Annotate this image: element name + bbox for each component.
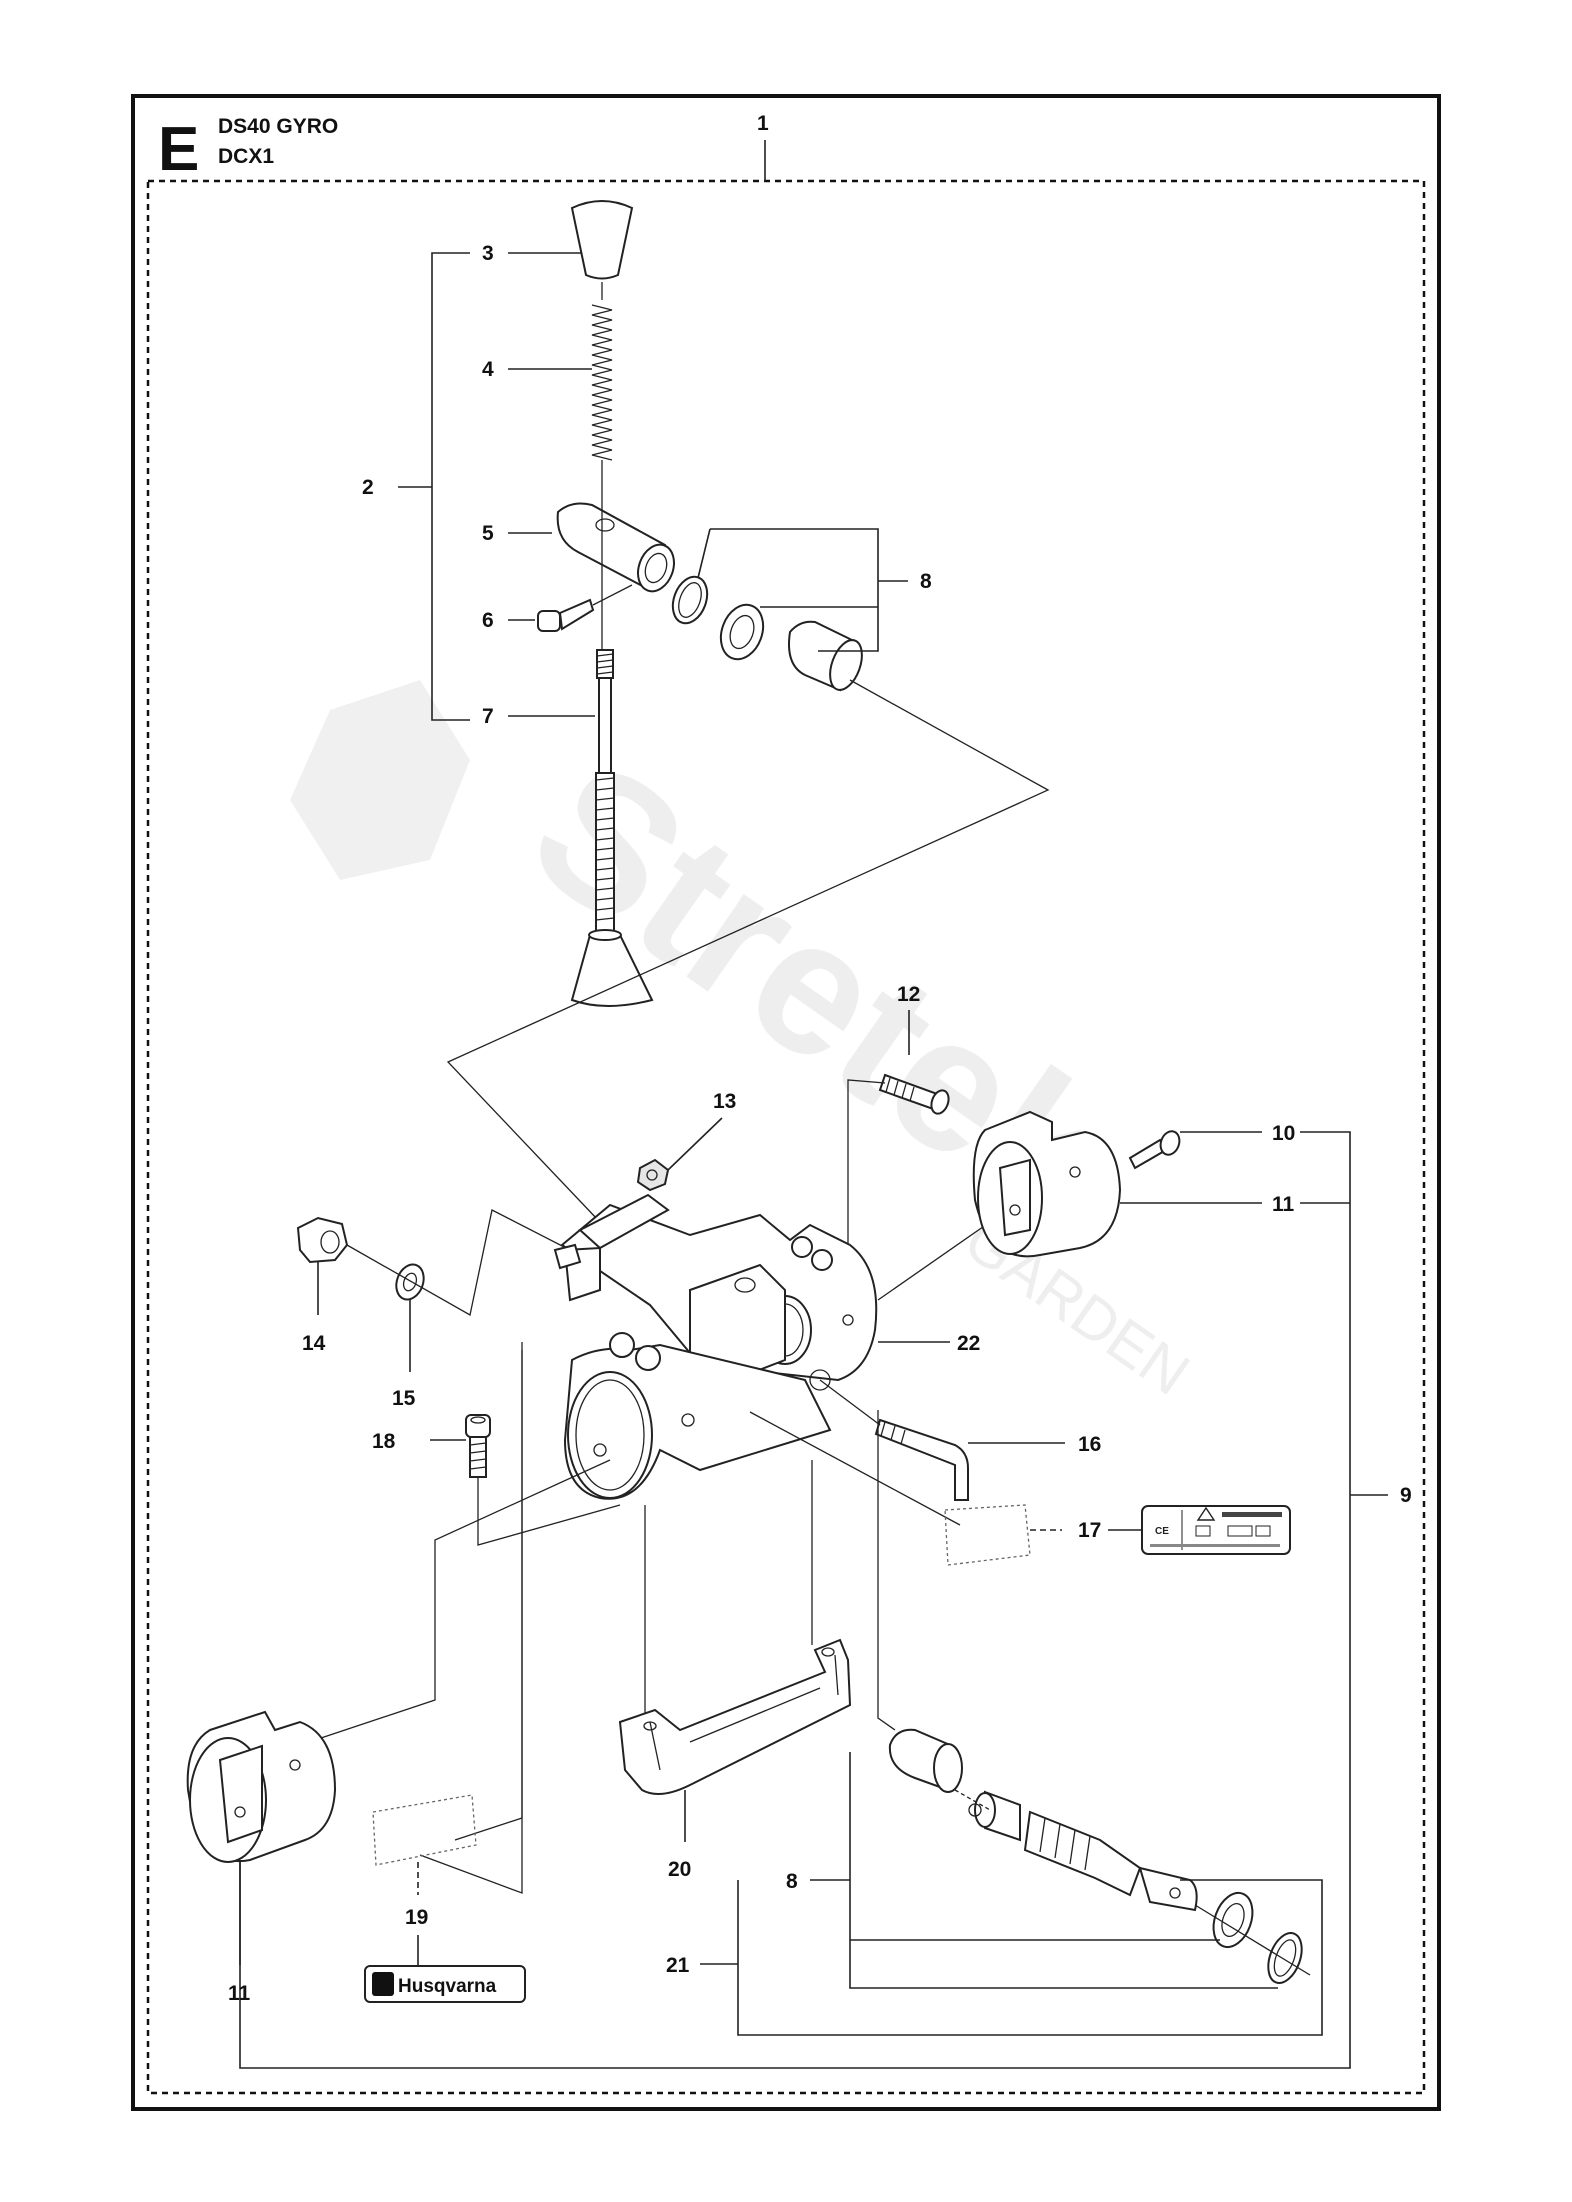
callout-8b: 8 bbox=[786, 1870, 798, 1893]
assembly-line-upper bbox=[446, 679, 1050, 1221]
clamp-half-part-11a bbox=[972, 1110, 1122, 1258]
model-title: DS40 GYRO bbox=[218, 115, 338, 138]
collar-part-5 bbox=[556, 502, 675, 593]
clamp-half-part-11b bbox=[186, 1710, 337, 1863]
husqvarna-logo-text: Husqvarna bbox=[398, 1976, 497, 1997]
screw-part-10 bbox=[1128, 1130, 1181, 1170]
handle-part-20 bbox=[618, 1638, 852, 1795]
retaining-ring-part-8b bbox=[1267, 1932, 1303, 1984]
callout-4: 4 bbox=[482, 358, 494, 381]
clamp-body bbox=[563, 1332, 832, 1500]
callout-7: 7 bbox=[482, 705, 494, 728]
callout-1: 1 bbox=[757, 112, 769, 135]
retaining-ring-part-8a bbox=[671, 575, 709, 625]
callout-13: 13 bbox=[713, 1090, 736, 1113]
decal-placeholder-19 bbox=[372, 1794, 477, 1866]
warning-decal-17: CE bbox=[1141, 1505, 1291, 1555]
bracket-8a bbox=[710, 528, 879, 652]
callout-16: 16 bbox=[1078, 1433, 1101, 1456]
callout-21: 21 bbox=[666, 1954, 690, 1977]
model-subtitle: DCX1 bbox=[218, 145, 274, 168]
outer-frame bbox=[131, 94, 1441, 2111]
watermark-logo-icon bbox=[290, 680, 470, 880]
bushing-part-8a bbox=[788, 620, 863, 692]
washer-part-8b bbox=[1212, 1891, 1254, 1949]
washer-part-8a bbox=[719, 603, 765, 661]
washer-part-15 bbox=[395, 1263, 425, 1301]
husqvarna-crown-icon bbox=[372, 1972, 394, 1996]
callout-5: 5 bbox=[482, 522, 494, 545]
callout-6: 6 bbox=[482, 609, 494, 632]
shaft-part-21 bbox=[954, 1789, 1198, 1912]
husqvarna-logo-decal: Husqvarna bbox=[364, 1965, 526, 2003]
callout-8a: 8 bbox=[920, 570, 932, 593]
nut-part-14 bbox=[296, 1216, 349, 1264]
spring-part-4 bbox=[591, 304, 613, 461]
bushing-part-8b bbox=[888, 1728, 963, 1793]
callout-20: 20 bbox=[668, 1858, 691, 1881]
callout-3: 3 bbox=[482, 242, 494, 265]
bolt-part-12 bbox=[878, 1073, 950, 1115]
knob-part-3 bbox=[570, 200, 634, 280]
hex-key-part-16 bbox=[874, 1418, 969, 1501]
nut-part-13 bbox=[636, 1158, 670, 1192]
callout-11b: 11 bbox=[228, 1982, 251, 2005]
kit-boundary bbox=[146, 179, 1426, 2095]
callout-11a: 11 bbox=[1272, 1193, 1295, 1216]
bracket-part-22 bbox=[553, 1193, 878, 1387]
bracket-9 bbox=[239, 1131, 1351, 2069]
section-letter: E bbox=[158, 115, 199, 184]
callout-9: 9 bbox=[1400, 1484, 1412, 1507]
screw-part-18 bbox=[465, 1414, 491, 1478]
callout-22: 22 bbox=[957, 1332, 980, 1355]
callout-19: 19 bbox=[405, 1906, 428, 1929]
ce-mark: CE bbox=[1155, 1526, 1169, 1537]
bracket-8b bbox=[849, 1752, 1278, 1989]
screw-part-6 bbox=[537, 598, 595, 632]
callout-15: 15 bbox=[392, 1387, 416, 1410]
callout-12: 12 bbox=[897, 983, 920, 1006]
callout-2: 2 bbox=[362, 476, 374, 499]
callout-18: 18 bbox=[372, 1430, 396, 1453]
callout-10: 10 bbox=[1272, 1122, 1295, 1145]
rod-part-7 bbox=[570, 649, 654, 1007]
bracket-21 bbox=[737, 1879, 1323, 2036]
decal-placeholder-17 bbox=[944, 1504, 1031, 1566]
callout-17: 17 bbox=[1078, 1519, 1101, 1542]
bracket-2 bbox=[431, 252, 470, 721]
warning-triangle-icon bbox=[1196, 1506, 1216, 1521]
callout-14: 14 bbox=[302, 1332, 326, 1355]
